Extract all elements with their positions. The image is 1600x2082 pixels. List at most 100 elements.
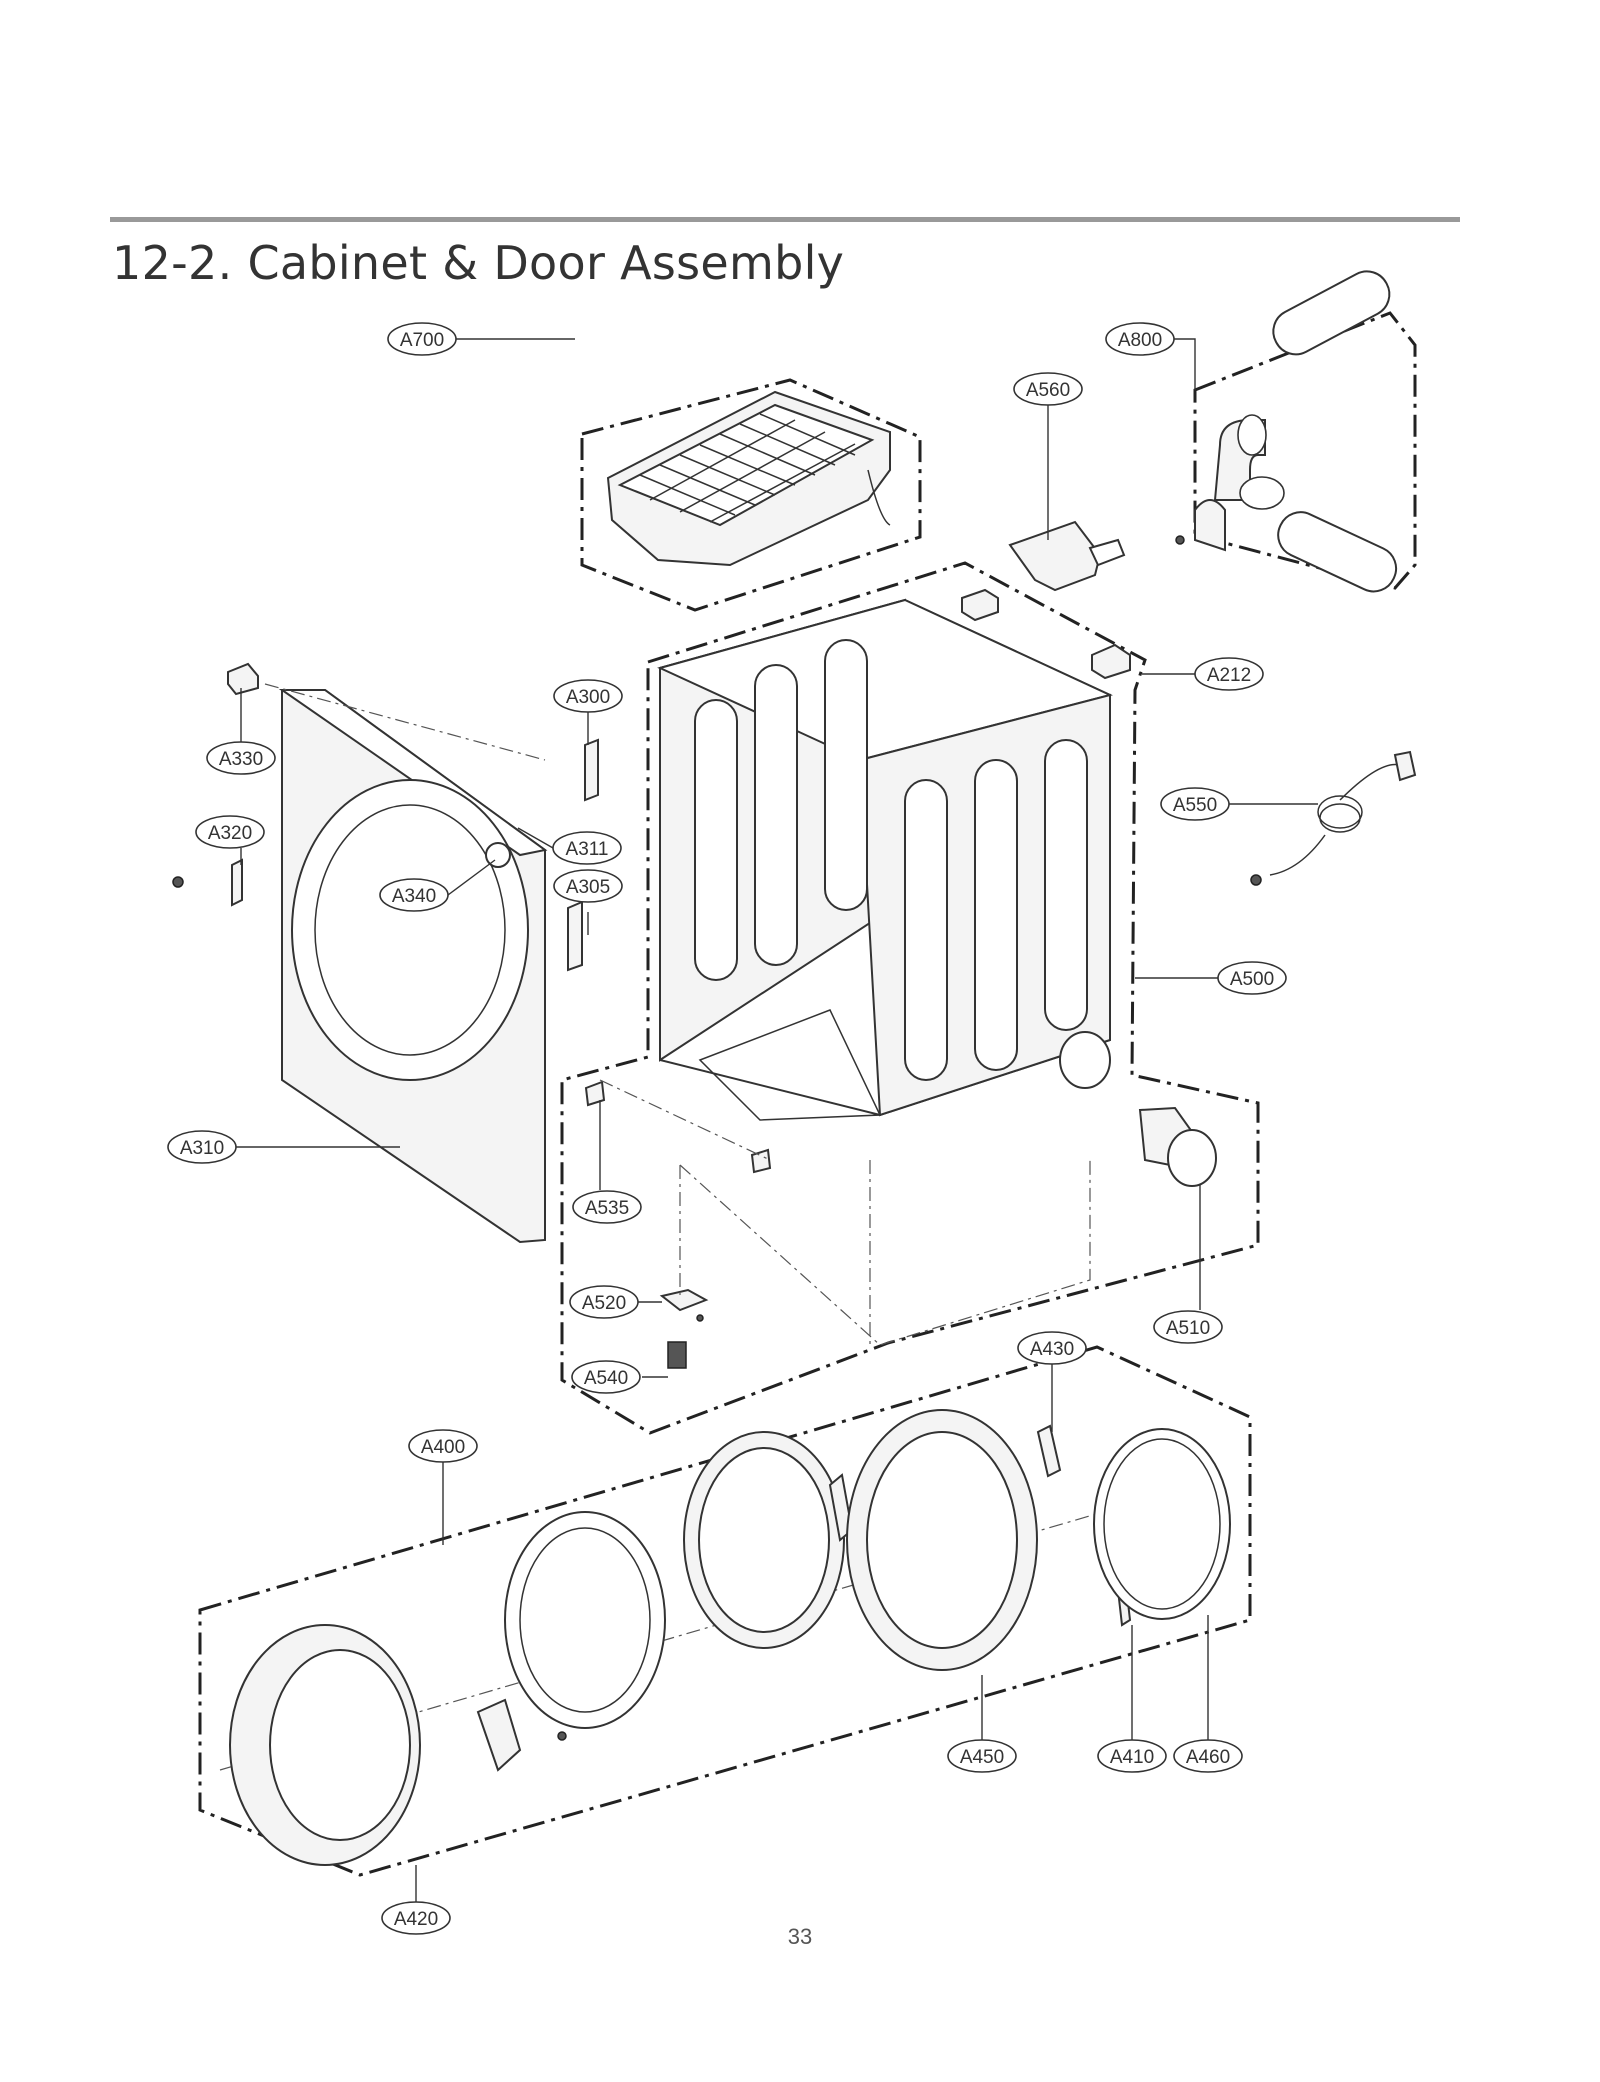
- label-a520: A520: [569, 1285, 639, 1319]
- svg-text:A540: A540: [584, 1368, 628, 1389]
- label-a410: A410: [1097, 1739, 1167, 1773]
- duct-screw: [1175, 535, 1185, 545]
- svg-text:A500: A500: [1230, 969, 1274, 990]
- fitting-a305: [567, 900, 583, 972]
- foot-pin: [696, 1314, 704, 1322]
- header-rule: [110, 217, 1460, 222]
- duct-kit-part: [1175, 270, 1398, 593]
- svg-text:A560: A560: [1026, 380, 1070, 401]
- page-number: 33: [787, 1924, 813, 1949]
- svg-text:A460: A460: [1186, 1747, 1230, 1768]
- label-a310: A310: [167, 1130, 237, 1164]
- rack-grille-lines: [639, 413, 856, 523]
- rack-leg: [867, 469, 891, 526]
- svg-text:A320: A320: [208, 823, 252, 844]
- label-a330: A330: [206, 741, 276, 775]
- cord-to-plug: [1339, 763, 1401, 801]
- svg-text:A311: A311: [566, 839, 609, 860]
- label-a535: A535: [572, 1190, 642, 1224]
- front-panel-door-rim: [314, 804, 506, 1056]
- top-bracket-left: [961, 588, 999, 622]
- door-frame-opening: [866, 1431, 1018, 1649]
- label-a510: A510: [1153, 1310, 1223, 1344]
- label-a420: A420: [381, 1901, 451, 1935]
- label-a320: A320: [195, 815, 265, 849]
- fitting-a535-left: [584, 1080, 606, 1107]
- fitting-a320: [231, 858, 243, 907]
- svg-text:A510: A510: [1166, 1318, 1210, 1339]
- label-a540: A540: [571, 1360, 641, 1394]
- part-labels: A700 A800 A560 A212 A300 A330 A320 A311 …: [167, 322, 1287, 1935]
- cord-coil-inner: [1319, 803, 1361, 833]
- label-a430: A430: [1017, 1331, 1087, 1365]
- door-handle-screw: [557, 1731, 567, 1741]
- fitting-a300: [584, 738, 599, 802]
- label-a700: A700: [387, 322, 457, 356]
- label-a500: A500: [1217, 961, 1287, 995]
- label-a450: A450: [947, 1739, 1017, 1773]
- svg-text:A340: A340: [392, 886, 436, 907]
- power-cord-part: [1250, 750, 1417, 886]
- drawer-rack-part: [606, 390, 891, 567]
- duct-upper-pipe: [1272, 270, 1391, 356]
- label-a550: A550: [1160, 787, 1230, 821]
- foot-screw-body: [667, 1341, 687, 1369]
- svg-text:A400: A400: [421, 1437, 465, 1458]
- label-a400: A400: [408, 1429, 478, 1463]
- door-inner-liner-opening: [698, 1447, 830, 1633]
- elbow-lower-opening: [1239, 476, 1285, 510]
- front-panel-hole: [485, 842, 511, 868]
- svg-text:A310: A310: [180, 1138, 224, 1159]
- door-outer-window: [269, 1649, 411, 1841]
- foot-plate: [659, 1288, 709, 1312]
- label-a300: A300: [553, 679, 623, 713]
- fitting-a320-screw: [172, 876, 184, 888]
- svg-text:A800: A800: [1118, 330, 1162, 351]
- vent-body: [1008, 520, 1102, 592]
- svg-text:A212: A212: [1207, 665, 1251, 686]
- group-boundaries: [198, 311, 1417, 1877]
- label-a340: A340: [379, 878, 449, 912]
- cord-coil: [1317, 795, 1363, 829]
- cabinet-base: [698, 1009, 882, 1121]
- exhaust-collar: [1167, 1129, 1217, 1187]
- cord-terminal: [1250, 874, 1262, 886]
- front-panel-door-opening: [291, 779, 529, 1081]
- svg-text:A535: A535: [585, 1198, 629, 1219]
- duct-bracket: [1194, 499, 1226, 552]
- svg-text:A300: A300: [566, 687, 610, 708]
- small-fittings: [172, 662, 772, 1174]
- label-a560: A560: [1013, 372, 1083, 406]
- door-handle: [476, 1698, 522, 1772]
- cord-plug: [1393, 750, 1417, 782]
- cord-lead: [1269, 834, 1326, 876]
- cabinet-exhaust-hole: [1059, 1031, 1111, 1089]
- top-bracket-parts: [961, 588, 1131, 680]
- a700-group-boundary: [580, 378, 922, 612]
- svg-text:A410: A410: [1110, 1747, 1154, 1768]
- svg-text:A450: A450: [960, 1747, 1004, 1768]
- door-latch-a430: [1036, 1424, 1062, 1478]
- cabinet-group-boundary: [560, 561, 1260, 1435]
- door-gasket: [1093, 1428, 1231, 1620]
- door-parts: [229, 1409, 1231, 1866]
- label-a311: A311: [552, 831, 622, 865]
- vent-tip: [1088, 538, 1126, 567]
- fitting-a330: [227, 662, 259, 696]
- svg-text:A330: A330: [219, 749, 263, 770]
- svg-text:A430: A430: [1030, 1339, 1074, 1360]
- svg-text:A550: A550: [1173, 795, 1217, 816]
- label-a305: A305: [553, 869, 623, 903]
- label-a460: A460: [1173, 1739, 1243, 1773]
- svg-text:A520: A520: [582, 1293, 626, 1314]
- exhaust-duct-part: [1138, 1106, 1217, 1187]
- svg-text:A700: A700: [400, 330, 444, 351]
- leader-lines: [236, 338, 1318, 1902]
- elbow-upper-opening: [1237, 414, 1267, 456]
- leveling-foot-part: [659, 1288, 709, 1369]
- top-bracket-right: [1091, 643, 1131, 680]
- door-glass: [504, 1511, 666, 1729]
- svg-text:A305: A305: [566, 877, 610, 898]
